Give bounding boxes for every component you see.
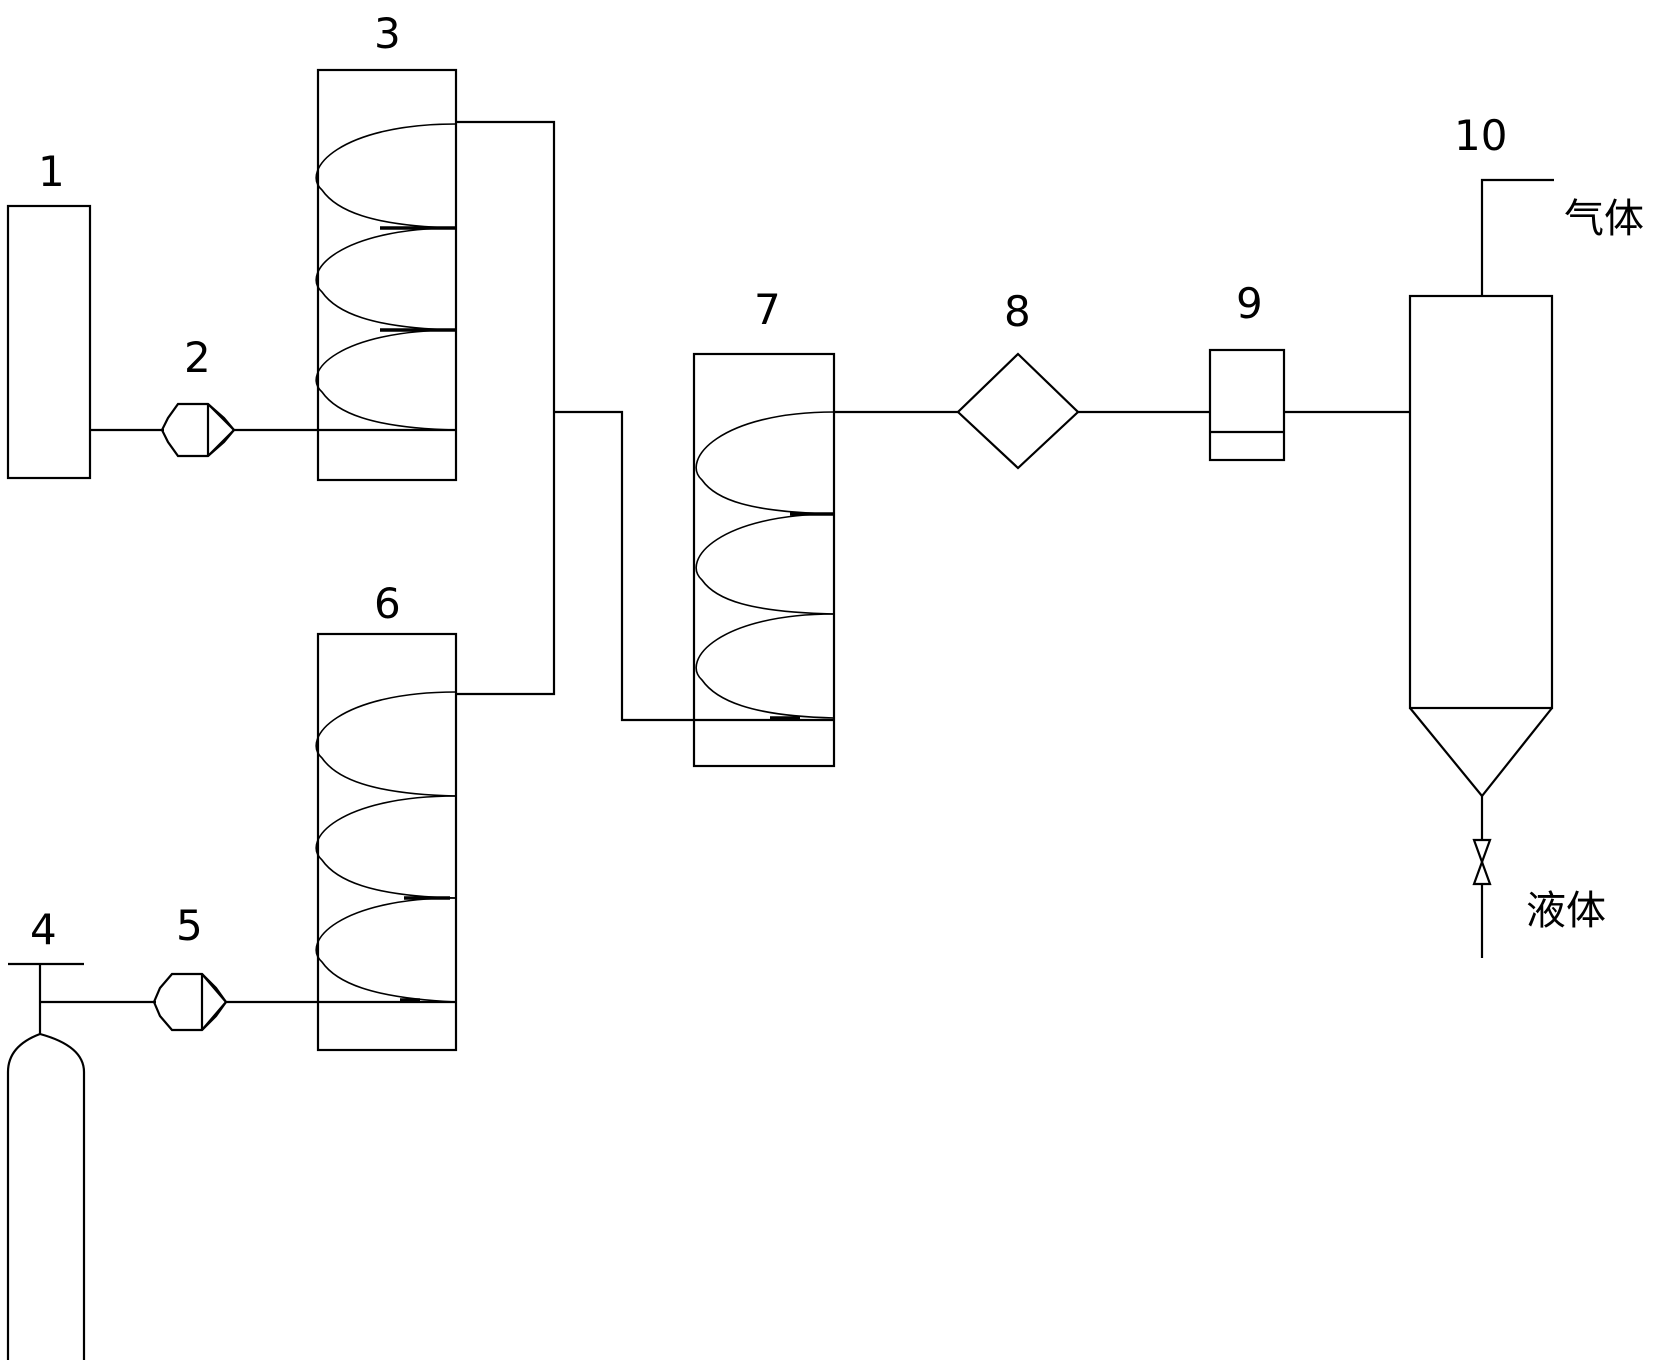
coil-column-3 bbox=[315, 68, 458, 482]
coil-column-6 bbox=[315, 632, 458, 1052]
label-7: 7 bbox=[754, 285, 781, 334]
label-4: 4 bbox=[30, 905, 57, 954]
label-2: 2 bbox=[184, 333, 211, 382]
label-6: 6 bbox=[374, 579, 401, 628]
pump-5 bbox=[152, 972, 228, 1032]
separator-10 bbox=[1408, 178, 1554, 958]
label-9: 9 bbox=[1236, 279, 1263, 328]
liquid-outlet-label: 液体 bbox=[1526, 888, 1606, 934]
label-8: 8 bbox=[1004, 287, 1031, 336]
coil-column-7 bbox=[692, 352, 836, 768]
device-9 bbox=[1208, 348, 1286, 462]
label-3: 3 bbox=[374, 9, 401, 58]
pump-2 bbox=[160, 402, 236, 458]
label-10: 10 bbox=[1454, 111, 1507, 160]
filter-8 bbox=[956, 352, 1080, 470]
label-5: 5 bbox=[176, 901, 203, 950]
gas-cylinder-4 bbox=[6, 962, 86, 1360]
label-1: 1 bbox=[38, 147, 65, 196]
drain-valve-icon bbox=[1472, 838, 1492, 866]
gas-outlet-label: 气体 bbox=[1564, 196, 1644, 242]
pipe-3-junction bbox=[456, 120, 556, 696]
pipe-junction-7 bbox=[554, 410, 694, 722]
tank-1 bbox=[6, 204, 92, 480]
